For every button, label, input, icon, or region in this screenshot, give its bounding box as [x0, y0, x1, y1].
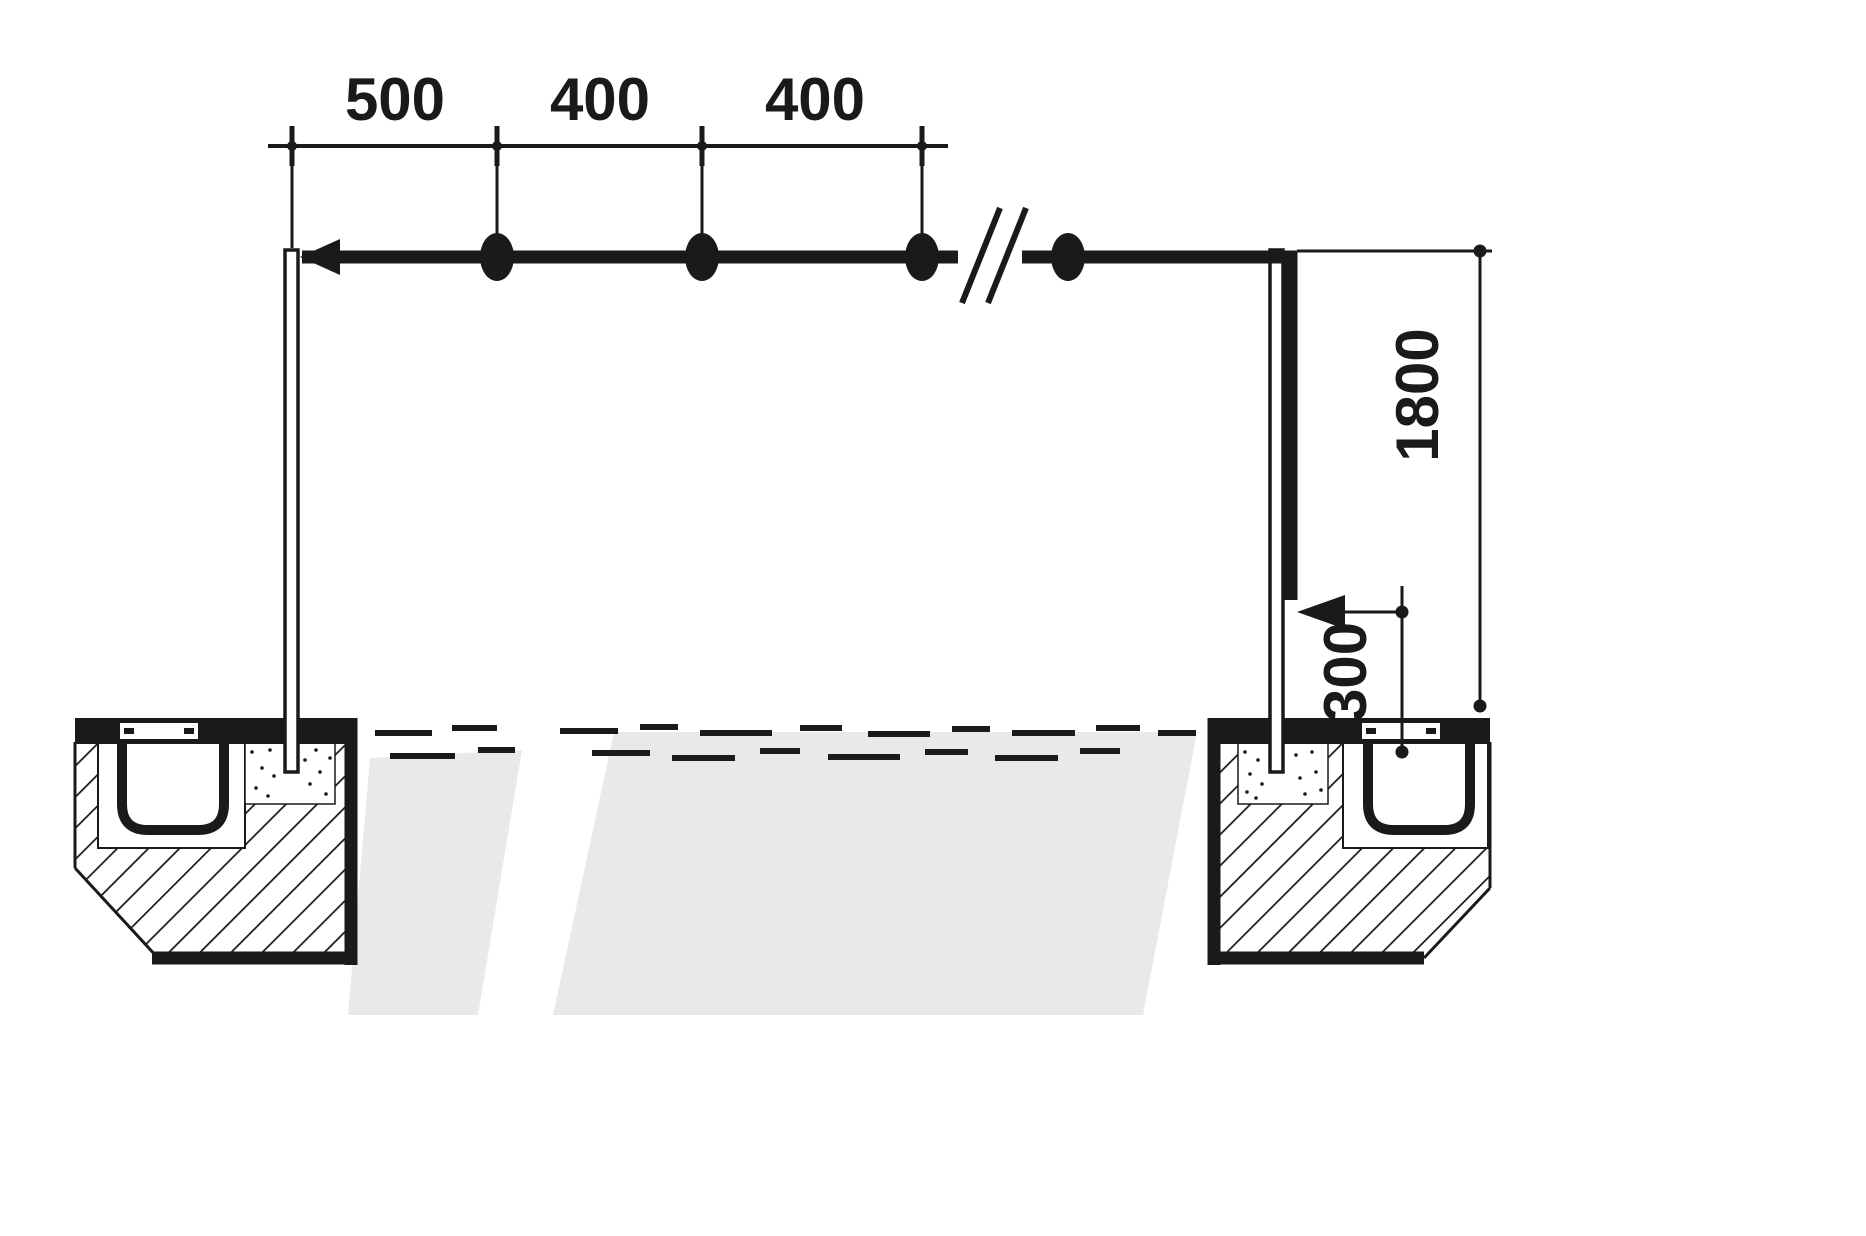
pool-edge-left — [73, 718, 358, 965]
posts — [283, 248, 1285, 774]
dim-extension-lines-top — [290, 160, 924, 248]
coping-left — [75, 718, 357, 744]
dimension-1800: 1800 — [1297, 244, 1492, 713]
break-symbol — [959, 206, 1029, 305]
water-surface-dashes — [375, 724, 1196, 761]
dimension-chain-top: 500 400 400 — [268, 66, 948, 248]
water-slab-left — [348, 750, 522, 1015]
gutter-channel-left — [117, 742, 229, 835]
safety-line — [300, 206, 1345, 629]
pool-edge-right — [1207, 718, 1492, 965]
float-4 — [1051, 233, 1085, 281]
float-1 — [480, 233, 514, 281]
post-left — [283, 248, 300, 774]
post-right — [1268, 248, 1285, 774]
gutter-channel-right — [1363, 742, 1475, 835]
grate-slot-left — [120, 723, 198, 739]
dim-label-500: 500 — [345, 66, 445, 133]
water-body — [348, 732, 1197, 1015]
dim-label-400-a: 400 — [550, 66, 650, 133]
dim-label-1800: 1800 — [1384, 328, 1451, 461]
rope-anchor-arrow-right — [1297, 595, 1345, 629]
coping-right — [1208, 718, 1490, 744]
dimension-300: 300 — [1312, 586, 1409, 759]
float-2 — [685, 233, 719, 281]
rope-anchor-arrow-left — [300, 239, 340, 275]
dim-label-300: 300 — [1312, 622, 1379, 722]
water-slab-main — [553, 732, 1197, 1015]
dim-label-400-b: 400 — [765, 66, 865, 133]
dim-dots-top — [287, 141, 927, 151]
float-3 — [905, 233, 939, 281]
